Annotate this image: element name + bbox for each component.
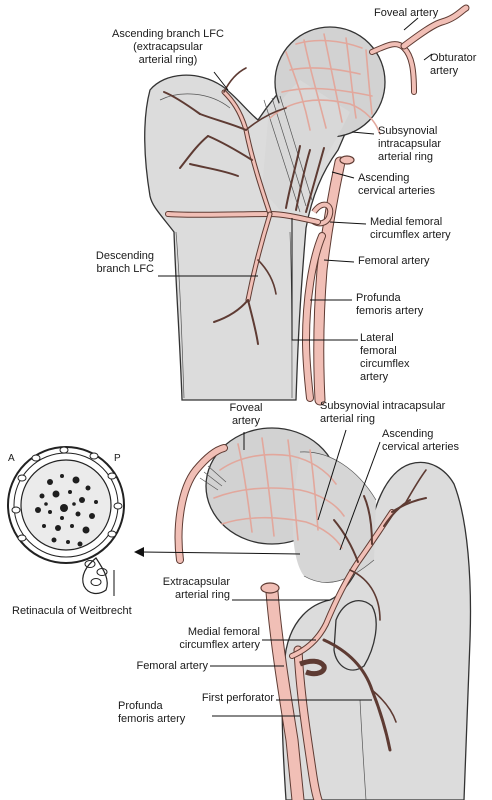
label-ascending-cervical-top: Ascending cervical arteries — [358, 172, 436, 197]
label-lateral-femoral-circumflex: Lateral femoral circumflex artery — [360, 332, 410, 383]
label-femoral-artery-bottom: Femoral artery — [136, 660, 208, 672]
label-medial-femoral-circumflex-bottom: Medial femoral circumflex artery — [179, 626, 260, 651]
medial-femoral-circumflex-bottom — [289, 469, 427, 752]
retinacular-vessels — [11, 446, 123, 586]
label-first-perforator: First perforator — [201, 692, 274, 704]
label-profunda-femoris-top: Profunda femoris artery — [356, 292, 424, 317]
label-obturator-artery: Obturator artery — [430, 52, 477, 77]
label-medial-femoral-circumflex-top: Medial femoral circumflex artery — [370, 216, 451, 241]
label-orientation-anterior: A — [8, 453, 15, 464]
profunda-femoris-top — [301, 232, 326, 402]
label-profunda-femoris-bottom: Profunda femoris artery — [118, 700, 186, 725]
label-ascending-branch-lfc: Ascending branch LFC (extracapsular arte… — [112, 28, 224, 66]
label-orientation-posterior: P — [114, 453, 121, 464]
top-anterior-view — [144, 4, 470, 406]
subsynovial-ring-bottom — [213, 437, 345, 549]
bottom-posterior-view — [7, 427, 472, 800]
lateral-femoral-circumflex-top — [163, 67, 325, 345]
label-femoral-artery-top: Femoral artery — [358, 255, 430, 267]
femoral-neck-cross-section — [7, 446, 301, 595]
profunda-femoris-bottom — [293, 645, 323, 800]
label-extracapsular-ring: Extracapsular arterial ring — [162, 576, 230, 601]
femoral-artery-top — [313, 155, 355, 406]
top-leader-lines — [158, 17, 433, 341]
subsynovial-ring-top — [269, 33, 381, 135]
trabecular-bone-pattern — [35, 474, 98, 547]
label-foveal-artery-bottom: Foveal artery — [229, 402, 263, 427]
label-descending-branch-lfc: Descending branch LFC — [95, 250, 154, 275]
femoral-artery-bottom — [260, 582, 305, 800]
foveal-artery-bottom — [174, 444, 228, 564]
bottom-leader-lines — [113, 429, 381, 717]
label-retinacula-of-weitbrecht: Retinacula of Weitbrecht — [12, 605, 132, 617]
label-foveal-artery-top: Foveal artery — [374, 7, 439, 19]
label-subsynovial-ring-top: Subsynovial intracapsular arterial ring — [378, 125, 441, 163]
label-ascending-cervical-bottom: Ascending cervical arteries — [382, 428, 460, 453]
label-subsynovial-ring-bottom: Subsynovial intracapsular arterial ring — [320, 400, 446, 425]
